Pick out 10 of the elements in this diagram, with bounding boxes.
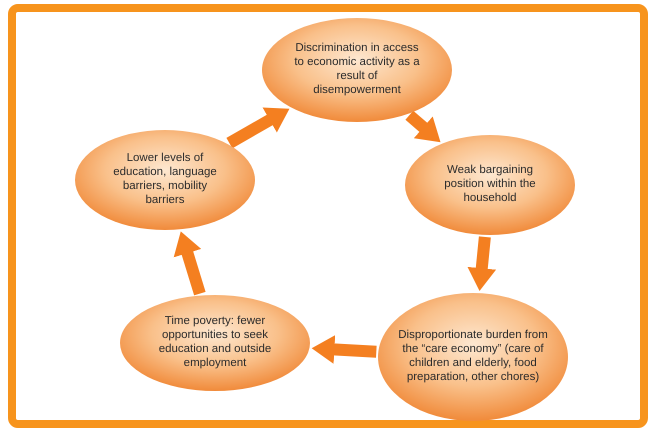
node-text: Weak bargaining position within the household bbox=[443, 164, 537, 206]
arrow bbox=[467, 236, 496, 291]
node-text: Disproportionate burden from the “care economy” (care of children and elderly, food preparation, other chores) bbox=[398, 329, 548, 385]
node-text: Lower levels of education, language barriers, mobility barriers bbox=[112, 152, 218, 208]
arrow bbox=[174, 231, 206, 296]
node-text: Discrimination in access to economic activity as a result of disempowerment bbox=[293, 42, 421, 98]
arrow bbox=[312, 335, 377, 364]
node-text: Time poverty: fewer opportunities to seek education and outside employment bbox=[158, 315, 272, 371]
arrow bbox=[226, 108, 290, 148]
arrow bbox=[405, 110, 441, 142]
